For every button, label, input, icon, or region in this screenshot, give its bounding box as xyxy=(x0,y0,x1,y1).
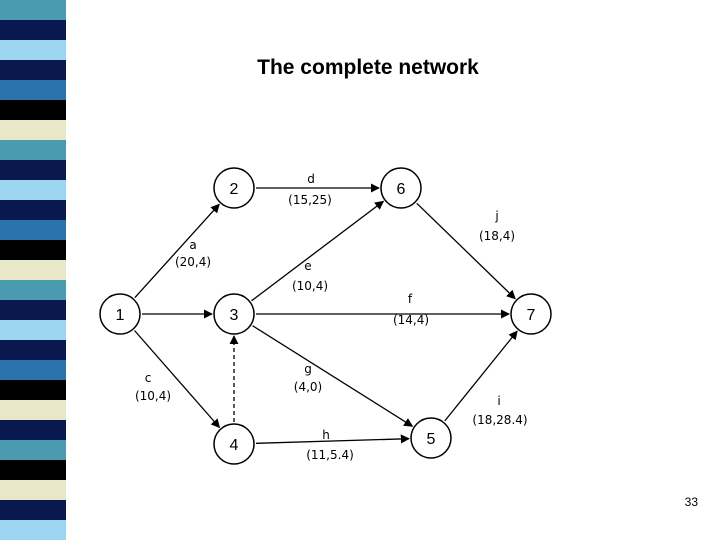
edge-h-name: h xyxy=(322,428,330,442)
strip-block xyxy=(0,400,66,421)
strip-block xyxy=(0,340,66,361)
strip-block xyxy=(0,80,66,101)
edge-c-value: (10,4) xyxy=(135,389,171,403)
strip-block xyxy=(0,460,66,481)
edge-g-arrow xyxy=(252,325,414,427)
strip-block xyxy=(0,120,66,141)
edge-a-value: (20,4) xyxy=(175,255,211,269)
strip-block xyxy=(0,140,66,161)
strip-block xyxy=(0,500,66,521)
strip-block xyxy=(0,440,66,461)
strip-block xyxy=(0,520,66,540)
edge-f-value: (14,4) xyxy=(393,313,429,327)
strip-block xyxy=(0,260,66,281)
edge-c-name: c xyxy=(145,371,152,385)
edge-e-arrow xyxy=(251,200,385,302)
node-1: 1 xyxy=(99,293,141,335)
node-2: 2 xyxy=(213,167,255,209)
edge-d-value: (15,25) xyxy=(288,193,332,207)
node-1-label: 1 xyxy=(116,307,125,324)
strip-block xyxy=(0,480,66,501)
node-4-circle xyxy=(213,423,255,465)
node-1-circle xyxy=(99,293,141,335)
strip-block xyxy=(0,300,66,321)
edge-j-arrow xyxy=(416,202,516,300)
strip-block xyxy=(0,60,66,81)
node-2-circle xyxy=(213,167,255,209)
edge-i-name: i xyxy=(497,394,500,408)
strip-block xyxy=(0,20,66,41)
edge-g-value: (4,0) xyxy=(294,380,322,394)
page-number: 33 xyxy=(684,495,698,509)
strip-block xyxy=(0,280,66,301)
edge-i-arrow xyxy=(444,330,518,422)
node-5-label: 5 xyxy=(427,431,436,448)
strip-block xyxy=(0,420,66,441)
node-7-label: 7 xyxy=(527,307,536,324)
edge-h-value: (11,5.4) xyxy=(306,448,354,462)
node-5-circle xyxy=(410,417,452,459)
strip-block xyxy=(0,380,66,401)
edge-a-name: a xyxy=(189,238,196,252)
edge-d-name: d xyxy=(307,172,315,186)
decorative-side-strip xyxy=(0,0,66,540)
node-6-circle xyxy=(380,167,422,209)
strip-block xyxy=(0,320,66,341)
edge-e-value: (10,4) xyxy=(292,279,328,293)
edge-c-arrow xyxy=(134,330,221,429)
node-6-label: 6 xyxy=(397,181,406,198)
node-7: 7 xyxy=(510,293,552,335)
strip-block xyxy=(0,160,66,181)
edge-j-value: (18,4) xyxy=(479,229,515,243)
strip-block xyxy=(0,220,66,241)
strip-block xyxy=(0,360,66,381)
node-7-circle xyxy=(510,293,552,335)
slide-title: The complete network xyxy=(257,56,479,79)
edge-h-arrow xyxy=(255,434,410,444)
strip-block xyxy=(0,180,66,201)
strip-block xyxy=(0,0,66,21)
edge-g-name: g xyxy=(304,362,312,376)
edge-e-name: e xyxy=(304,259,311,273)
strip-block xyxy=(0,200,66,221)
node-5: 5 xyxy=(410,417,452,459)
strip-block xyxy=(0,240,66,261)
node-4: 4 xyxy=(213,423,255,465)
node-6: 6 xyxy=(380,167,422,209)
strip-block xyxy=(0,40,66,61)
edge-a-arrow xyxy=(134,203,220,299)
edge-i-value: (18,28.4) xyxy=(472,413,527,427)
edge-f-name: f xyxy=(408,292,413,306)
node-3: 3 xyxy=(213,293,255,335)
node-2-label: 2 xyxy=(230,181,239,198)
edge-j-name: j xyxy=(494,209,498,223)
strip-block xyxy=(0,100,66,121)
node-3-label: 3 xyxy=(230,307,239,324)
node-3-circle xyxy=(213,293,255,335)
node-4-label: 4 xyxy=(230,437,239,454)
